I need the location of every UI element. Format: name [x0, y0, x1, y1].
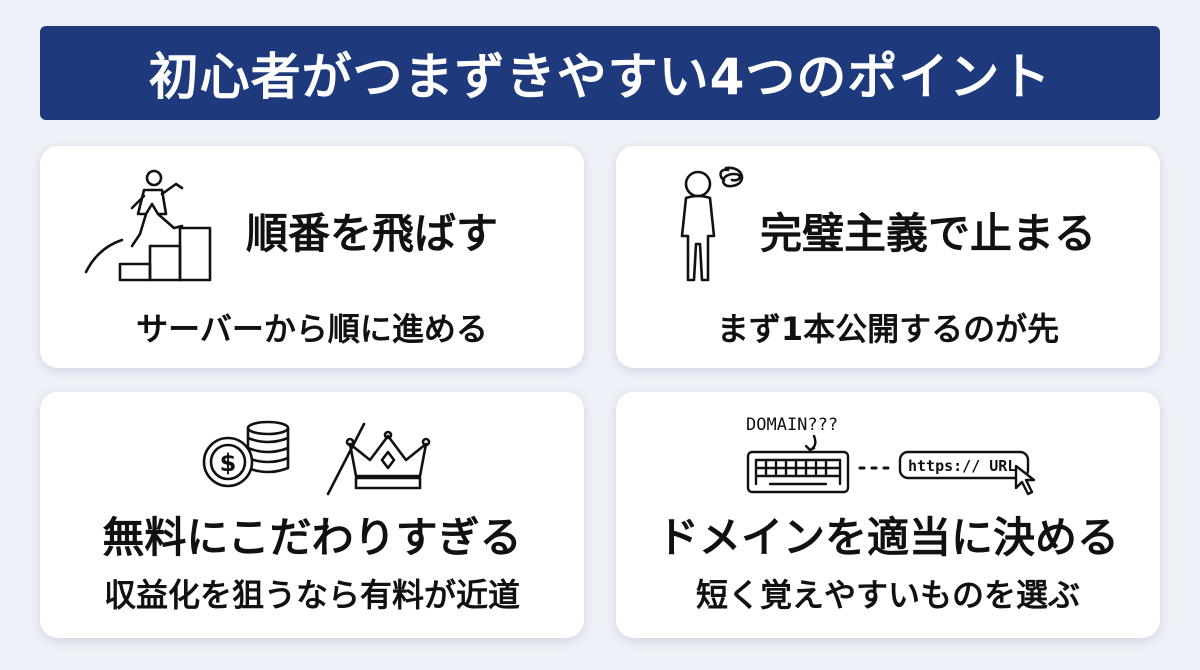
card-subtext: 収益化を狙うなら有料が近道: [103, 576, 520, 614]
page-title: 初心者がつまずきやすい4つのポイント: [148, 48, 1052, 106]
tip-card-skip-order: 順番を飛ばす サーバーから順に進める: [40, 146, 584, 368]
card-subtext: まず1本公開するのが先: [716, 310, 1060, 348]
card-heading: 無料にこだわりすぎる: [102, 513, 522, 562]
card-heading: ドメインを適当に決める: [656, 513, 1119, 562]
domain-label: DOMAIN???: [746, 415, 838, 435]
card-heading: 完璧主義で止まる: [760, 209, 1097, 258]
tip-card-perfectionism: 完璧主義で止まる まず1本公開するのが先: [616, 146, 1160, 368]
keyboard-to-url-icon: DOMAIN??? https:// URL: [744, 410, 1046, 496]
person-climbing-stairs-icon: [82, 168, 222, 286]
url-label: https:// URL: [908, 457, 1016, 475]
crown-icon: [345, 430, 431, 492]
slash-divider: [324, 420, 368, 498]
tip-card-free-plans: $ 無料にこだわりすぎる 収益化を狙うなら有料が近道: [40, 392, 584, 638]
title-banner: 初心者がつまずきやすい4つのポイント: [40, 26, 1160, 120]
card-heading: 順番を飛ばす: [246, 209, 499, 258]
coin-stack-icon: $: [200, 418, 294, 490]
confused-person-icon: [674, 164, 754, 286]
dollar-symbol: $: [220, 449, 237, 477]
card-subtext: サーバーから順に進める: [136, 310, 488, 348]
tip-card-domain: DOMAIN??? https:// URL ドメインを適当に決める 短く覚えや…: [616, 392, 1160, 638]
card-subtext: 短く覚えやすいものを選ぶ: [695, 576, 1080, 614]
